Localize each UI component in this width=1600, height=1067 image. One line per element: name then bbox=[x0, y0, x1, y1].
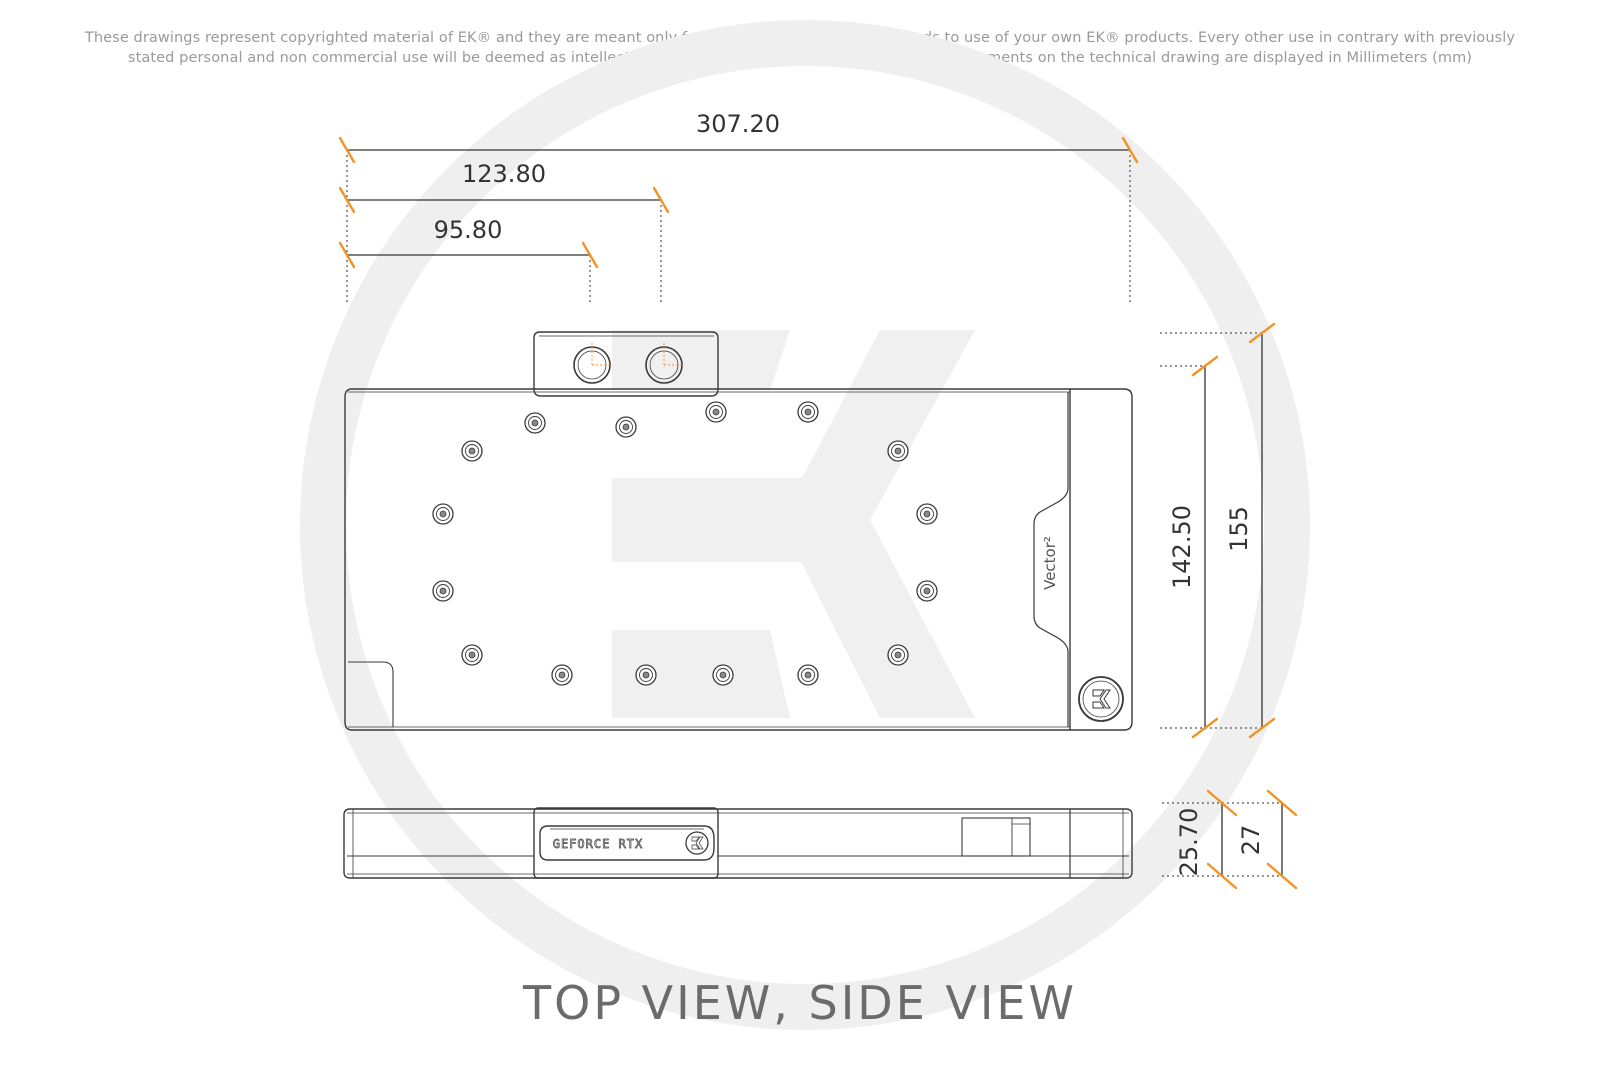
dim-port-center-2: 123.80 bbox=[462, 160, 546, 188]
side-view bbox=[343, 807, 1133, 879]
screw-icon bbox=[524, 412, 546, 434]
screw-icon bbox=[797, 401, 819, 423]
dim-body-width: 142.50 bbox=[1168, 505, 1196, 589]
ek-watermark-icon bbox=[300, 20, 1310, 1030]
screw-icon bbox=[551, 664, 573, 686]
screw-icon bbox=[887, 440, 909, 462]
screw-icon bbox=[797, 664, 819, 686]
geforce-rtx-badge: GEFORCE RTX bbox=[553, 837, 643, 851]
extension-lines bbox=[346, 150, 1280, 877]
dim-overall-length: 307.20 bbox=[696, 110, 780, 138]
ek-logo-icon bbox=[685, 831, 709, 855]
screw-icon bbox=[712, 664, 734, 686]
top-view bbox=[344, 331, 1133, 731]
screw-icon bbox=[916, 580, 938, 602]
screw-icon bbox=[705, 401, 727, 423]
screw-icon bbox=[432, 580, 454, 602]
dimension-ticks bbox=[338, 136, 1298, 890]
screw-icon bbox=[432, 401, 938, 686]
dim-total-height: 27 bbox=[1237, 825, 1265, 856]
screw-icon bbox=[916, 503, 938, 525]
screw-icon bbox=[432, 503, 454, 525]
dim-body-height: 25.70 bbox=[1175, 808, 1203, 877]
screw-icon bbox=[461, 644, 483, 666]
screw-icon bbox=[461, 440, 483, 462]
terminal-outline bbox=[533, 331, 719, 397]
port-icon bbox=[573, 343, 683, 384]
screw-icon bbox=[887, 644, 909, 666]
view-title: TOP VIEW, SIDE VIEW bbox=[523, 976, 1077, 1030]
vector-logo: Vector² bbox=[1041, 536, 1059, 590]
screw-icon bbox=[635, 664, 657, 686]
dim-total-width: 155 bbox=[1225, 506, 1253, 552]
screw-icon bbox=[615, 416, 637, 438]
dim-port-center-1: 95.80 bbox=[434, 216, 503, 244]
block-outline bbox=[344, 388, 1133, 731]
dimension-lines bbox=[347, 149, 1283, 876]
ek-logo-icon bbox=[1078, 676, 1124, 722]
